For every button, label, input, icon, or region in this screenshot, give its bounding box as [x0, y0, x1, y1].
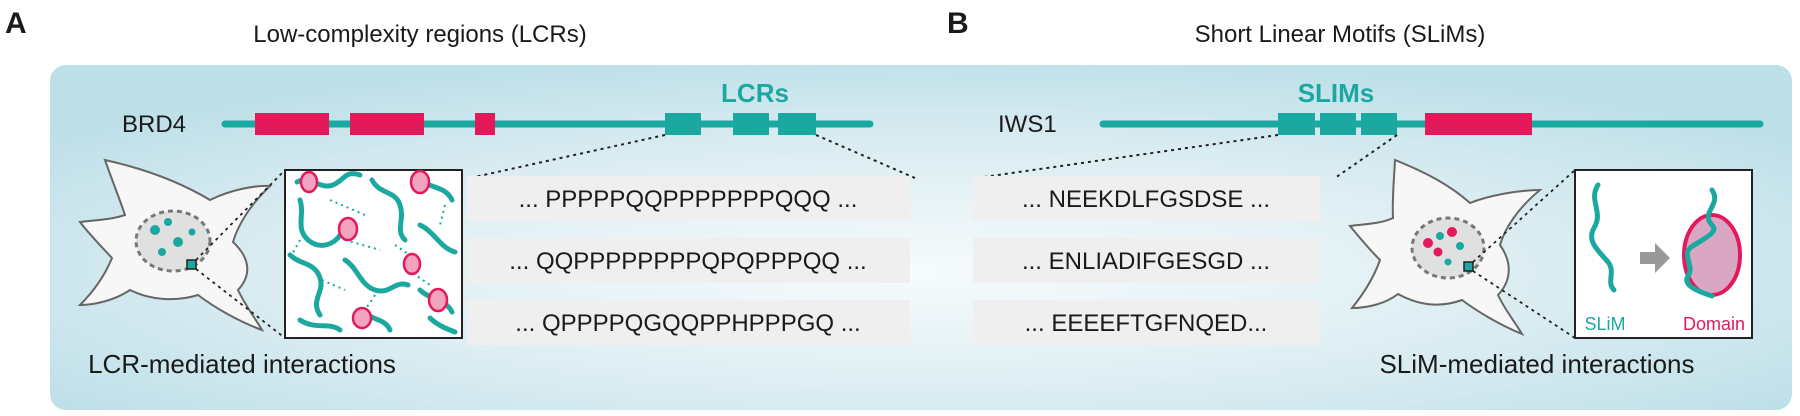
binding-partner: [299, 170, 319, 194]
brd4-lcr-3: [778, 113, 816, 135]
binding-partner: [402, 252, 422, 276]
panel-a-title: Low-complexity regions (LCRs): [253, 21, 586, 48]
binding-partner: [351, 306, 373, 330]
iws1-protein-diagram: IWS1 SLIMs: [976, 78, 1764, 179]
binding-partner: [337, 216, 359, 242]
binding-arrow: [1640, 243, 1670, 273]
zoom-box-a: [186, 259, 197, 270]
iws1-domain: [1425, 113, 1532, 135]
zoom-line-b-right: [1334, 134, 1398, 179]
condensate-dot: [173, 237, 183, 247]
zoom-line-cell-b: [1472, 169, 1576, 263]
slim-dot: [1456, 242, 1464, 250]
slim-dot: [1444, 258, 1452, 266]
iws1-slim-2: [1320, 113, 1356, 135]
lcr-sequence-1: ... PPPPPQQPPPPPPPQQQ ...: [519, 186, 858, 213]
iws1-slim-1: [1278, 113, 1315, 135]
slim-binding-inset: SLiM Domain: [1574, 169, 1753, 339]
sequence-box: [973, 300, 1320, 345]
zoom-box-b: [1463, 261, 1474, 272]
condensate-dot: [158, 248, 166, 256]
panel-b-letter: B: [947, 7, 969, 40]
brd4-lcr-2: [733, 113, 769, 135]
zoom-line-a-left: [469, 134, 666, 179]
neuron-cell-a: [77, 158, 286, 339]
sequence-box: [973, 176, 1320, 221]
binding-partner: [427, 287, 449, 313]
slim-sequence-3: ... EEEEFTGFNQED...: [1025, 310, 1268, 337]
lcr-caption: LCR-mediated interactions: [88, 349, 396, 379]
iws1-label: IWS1: [998, 111, 1057, 138]
inset-domain-label: Domain: [1683, 314, 1745, 334]
zoom-line-cell-a: [195, 169, 286, 261]
sequence-box: [467, 238, 910, 283]
iws1-slim-3: [1361, 113, 1397, 135]
sequence-box: [467, 300, 910, 345]
brd4-protein-diagram: BRD4 LCRs: [122, 78, 916, 179]
brd4-label: BRD4: [122, 111, 186, 138]
slim-dot: [1447, 227, 1457, 237]
slims-label: SLIMs: [1298, 78, 1375, 108]
brd4-domain-1: [255, 113, 329, 135]
zoom-line-cell-a: [195, 268, 286, 339]
free-slim-squiggle: [1589, 182, 1617, 293]
sequence-box: [467, 176, 910, 221]
lcr-condensate-inset: [284, 169, 463, 339]
condensate-dot: [188, 228, 196, 236]
lcrs-label: LCRs: [721, 78, 789, 108]
brd4-lcr-1: [665, 113, 701, 135]
bound-slim-squiggle: [1684, 187, 1718, 299]
slim-sequences: ... NEEKDLFGSDSE ... ... ENLIADIFGESGD .…: [973, 176, 1320, 345]
nucleus-a: [134, 209, 212, 273]
lcr-sequences: ... PPPPPQQPPPPPPPQQQ ... ... QQPPPPPPPP…: [467, 176, 910, 345]
zoom-line-b-left: [976, 134, 1279, 179]
slim-dot: [1436, 232, 1444, 240]
inset-slim-label: SLiM: [1584, 314, 1625, 334]
brd4-domain-3: [475, 113, 495, 135]
slim-sequence-1: ... NEEKDLFGSDSE ...: [1022, 186, 1270, 213]
brd4-domain-2: [350, 113, 424, 135]
condensate-dot: [150, 225, 160, 235]
sequence-box: [973, 238, 1320, 283]
condensate-dot: [164, 218, 172, 226]
slim-dot: [1423, 238, 1433, 248]
slim-dot: [1433, 247, 1443, 257]
panel-b-title: Short Linear Motifs (SLiMs): [1195, 21, 1486, 48]
lcr-sequence-3: ... QPPPPQGQQPPHPPPGQ ...: [515, 310, 860, 337]
binding-partner: [409, 169, 431, 195]
slim-caption: SLiM-mediated interactions: [1379, 349, 1694, 379]
slim-sequence-2: ... ENLIADIFGESGD ...: [1022, 248, 1270, 275]
panel-a-letter: A: [5, 7, 27, 40]
lcr-sequence-2: ... QQPPPPPPPPQPQPPPQQ ...: [509, 248, 866, 275]
neuron-cell-b: [1348, 158, 1576, 339]
